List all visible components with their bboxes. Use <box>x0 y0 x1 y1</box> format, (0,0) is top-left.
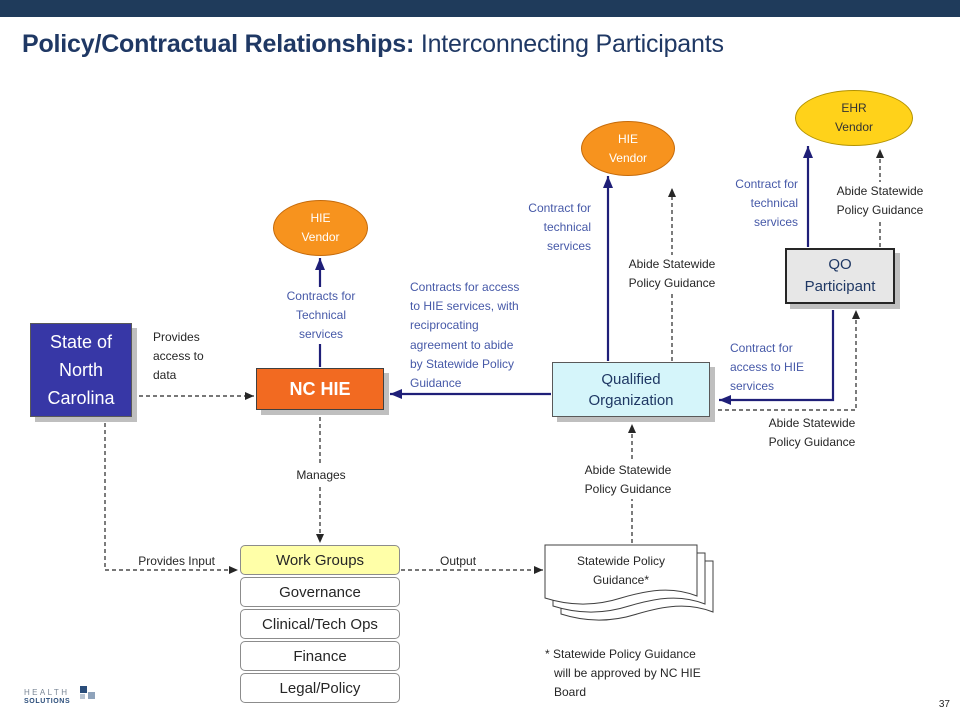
footnote: * Statewide Policy Guidance will be appr… <box>545 647 701 699</box>
qualified-organization-box: Qualified Organization <box>552 362 710 417</box>
logo-text-line2: SOLUTIONS <box>24 698 71 705</box>
qualified-organization-abide-policy-guidance-label: Abide Statewide Policy Guidance <box>768 416 856 449</box>
provides-input-label: Provides Input <box>138 554 215 568</box>
ehr-vendor-ellipse: EHR Vendor <box>795 90 913 146</box>
hie-vendor-ellipse-nc-hie: HIE Vendor <box>273 200 368 256</box>
participant-contract-access-hie-label: Contract for access to HIE services <box>730 341 805 393</box>
page-number: 37 <box>938 699 950 710</box>
qo-contract-technical-services-label: Contract for technical services <box>528 201 591 253</box>
state-of-north-carolina-label: State of North Carolina <box>47 332 115 408</box>
contracts-technical-services-label: Contracts for Technical services <box>273 287 369 344</box>
qo-abide-policy-guidance-label: Abide Statewide Policy Guidance <box>620 255 724 293</box>
output-label: Output <box>440 554 477 568</box>
qo-participant-box: QO Participant <box>785 248 895 304</box>
hie-vendor-label: HIE Vendor <box>608 131 648 165</box>
health-solutions-logo: HEALTH SOLUTIONS <box>14 682 98 712</box>
work-group-item-clinical-tech-ops: Clinical/Tech Ops <box>240 609 400 639</box>
ehr-vendor-label: EHR Vendor <box>834 101 874 134</box>
guidance-abide-policy-guidance-label: Abide Statewide Policy Guidance <box>576 461 680 499</box>
work-group-item-label: Legal/Policy <box>279 679 361 697</box>
hie-vendor-label: HIE Vendor <box>301 211 340 244</box>
participant-contract-technical-services-label: Contract for technical services <box>735 177 798 229</box>
participant-abide-policy-guidance-label: Abide Statewide Policy Guidance <box>826 182 934 220</box>
nc-hie-box: NC HIE <box>256 368 384 410</box>
slide-title-regular: Interconnecting Participants <box>420 30 724 58</box>
provides-access-label: Provides access to data <box>153 330 204 382</box>
work-group-item-finance: Finance <box>240 641 400 671</box>
hie-vendor-ellipse-qualified-organization: HIE Vendor <box>581 121 675 176</box>
logo-square-icon <box>80 694 85 699</box>
qualified-organization-label: Qualified Organization <box>588 370 674 409</box>
logo-square-icon <box>88 692 95 699</box>
state-of-north-carolina-box: State of North Carolina <box>30 323 132 417</box>
statewide-policy-guidance-label: Statewide Policy Guidance* <box>576 554 666 587</box>
work-group-item-legal-policy: Legal/Policy <box>240 673 400 703</box>
connector-state-to-work-groups <box>104 423 238 574</box>
qo-participant-label: QO Participant <box>804 256 876 295</box>
slide-title-bold: Policy/Contractual Relationships: <box>22 30 415 58</box>
header-bar <box>0 0 960 17</box>
contracts-access-hie-services-label: Contracts for access to HIE services, wi… <box>410 280 520 391</box>
work-group-item-governance: Governance <box>240 577 400 607</box>
work-groups-header-label: Work Groups <box>275 551 365 569</box>
guidance-document-page-front <box>544 544 698 605</box>
slide-title: Policy/Contractual Relationships: Interc… <box>22 28 724 60</box>
work-group-item-label: Governance <box>279 583 361 601</box>
work-groups-header: Work Groups <box>240 545 400 575</box>
logo-text-line1: HEALTH <box>24 688 70 697</box>
nc-hie-label: NC HIE <box>289 378 351 399</box>
work-group-item-label: Finance <box>293 647 347 665</box>
statewide-policy-guidance-document-stack <box>544 544 714 621</box>
logo-square-icon <box>80 686 87 693</box>
manages-label: Manages <box>290 466 352 485</box>
connector-qo-participant-to-qualified-organization <box>719 310 835 405</box>
work-group-item-label: Clinical/Tech Ops <box>262 615 378 633</box>
connector-qualified-organization-to-qo-participant <box>718 310 860 411</box>
